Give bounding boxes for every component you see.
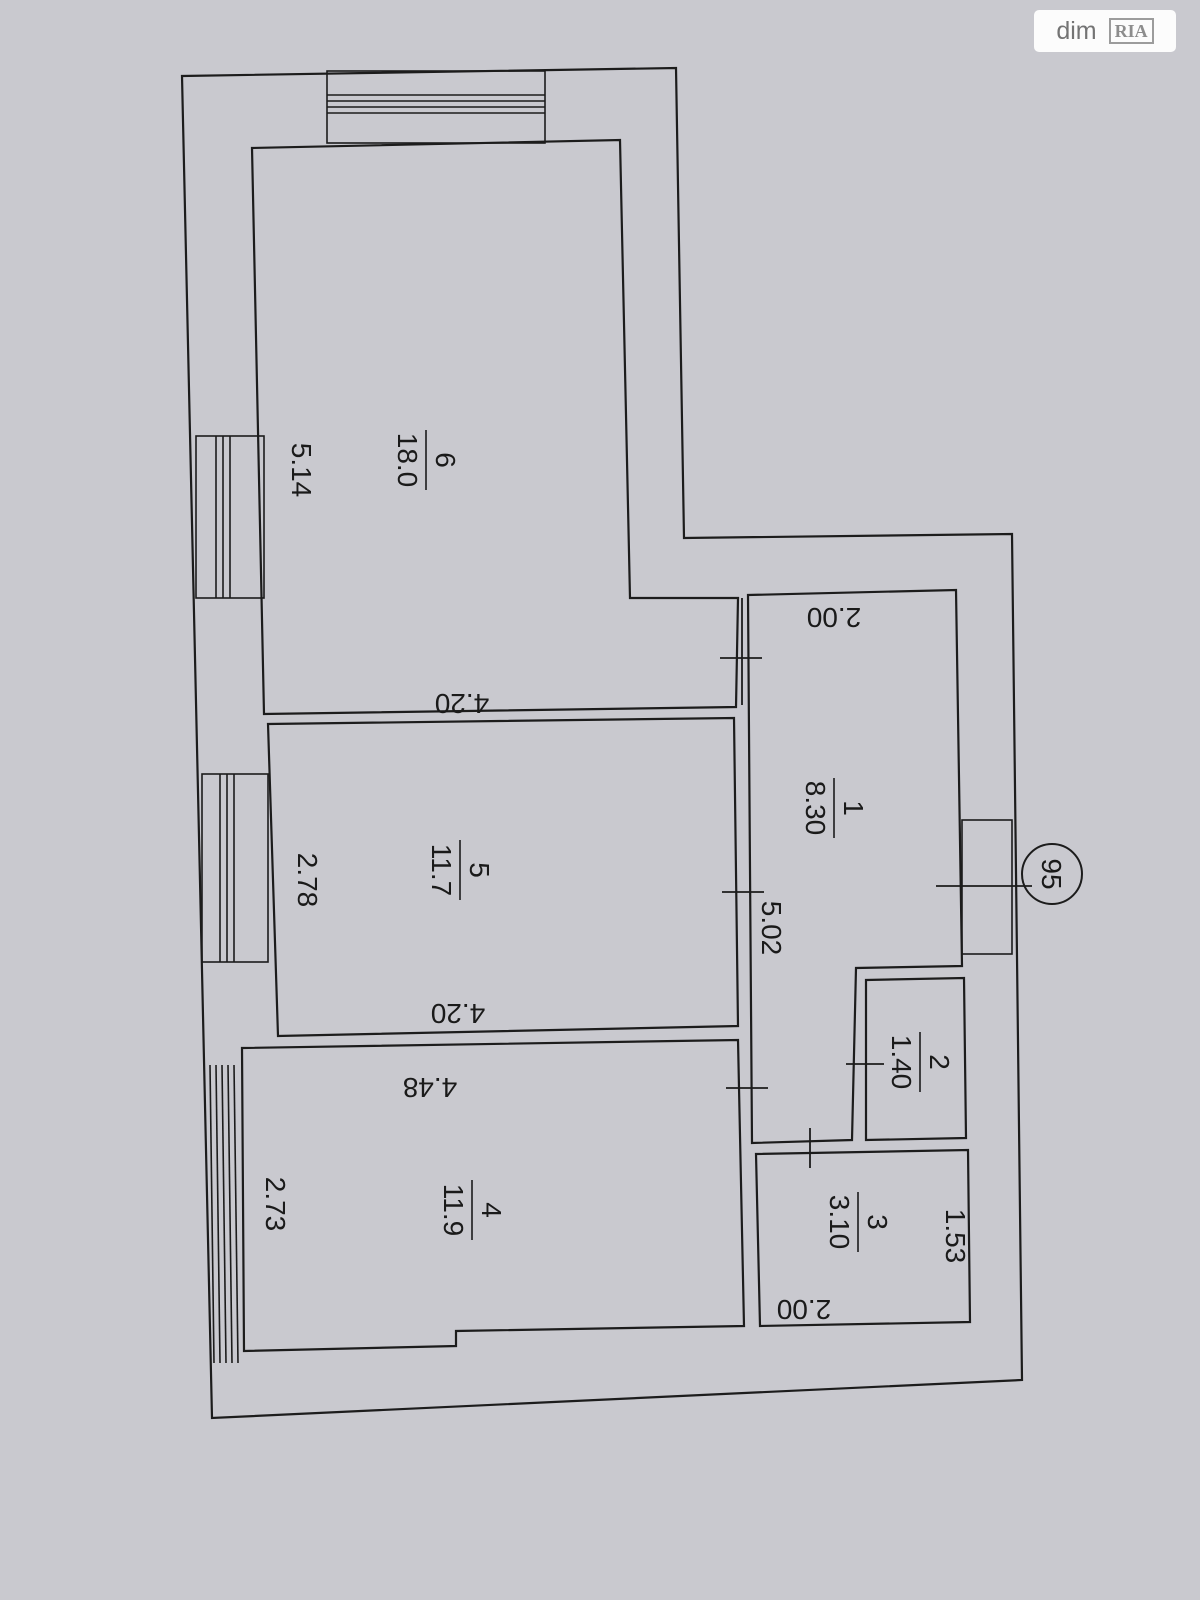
dim-room5-length: 2.78: [292, 853, 323, 908]
window-top: [326, 70, 546, 144]
room-3-number: 3: [862, 1214, 893, 1230]
room-1-number: 1: [838, 800, 869, 816]
watermark-brand: dim: [1056, 16, 1097, 45]
room-2-number: 2: [924, 1054, 955, 1070]
window-left-room5: [201, 773, 269, 963]
dim-room3-length: 1.53: [940, 1209, 971, 1264]
room-1-area: 8.30: [800, 781, 831, 836]
room-2-label: 2 1.40: [886, 1032, 955, 1092]
apartment-number-badge: 95: [1021, 843, 1083, 905]
dimria-watermark: dim RIA: [1034, 10, 1176, 52]
apartment-number: 95: [1036, 858, 1067, 889]
dim-room4-width: 4.48: [403, 1072, 458, 1103]
entrance-opening: [936, 819, 1032, 955]
room-6-area: 18.0: [392, 433, 423, 488]
dim-room5-width: 4.20: [431, 998, 486, 1029]
room-1-outline: [746, 588, 964, 1145]
room-6-label: 6 18.0: [392, 430, 461, 490]
dim-room4-length: 2.73: [260, 1177, 291, 1232]
room-2-area: 1.40: [886, 1035, 917, 1090]
room-1-label: 1 8.30: [800, 778, 869, 838]
window-left-room6: [195, 435, 265, 599]
ria-logo: RIA: [1108, 18, 1154, 44]
room-5-outline: [266, 716, 740, 1038]
room-5-area: 11.7: [426, 844, 457, 896]
room-5-number: 5: [464, 862, 495, 878]
outer-wall-contour: [180, 66, 1024, 1420]
room-6-number: 6: [430, 452, 461, 468]
room-2-outline: [864, 976, 968, 1142]
room-4-area: 11.9: [438, 1184, 469, 1236]
dim-corridor-length: 5.02: [756, 901, 787, 956]
room-3-outline: [754, 1148, 972, 1328]
room-4-number: 4: [476, 1202, 507, 1218]
balcony-door-room4: [209, 1064, 239, 1364]
door-marks: [720, 598, 884, 1168]
room-3-area: 3.10: [824, 1195, 855, 1250]
room-5-label: 5 11.7: [426, 840, 495, 900]
room-4-outline: [240, 1038, 746, 1353]
room-3-label: 3 3.10: [824, 1192, 893, 1252]
dim-room6-length: 5.14: [286, 443, 317, 498]
dim-room6-width: 4.20: [435, 688, 490, 719]
dim-room3-width: 2.00: [777, 1294, 832, 1325]
room-6-outline: [250, 138, 740, 716]
room-4-label: 4 11.9: [438, 1180, 507, 1240]
dim-corridor-width: 2.00: [807, 602, 862, 633]
